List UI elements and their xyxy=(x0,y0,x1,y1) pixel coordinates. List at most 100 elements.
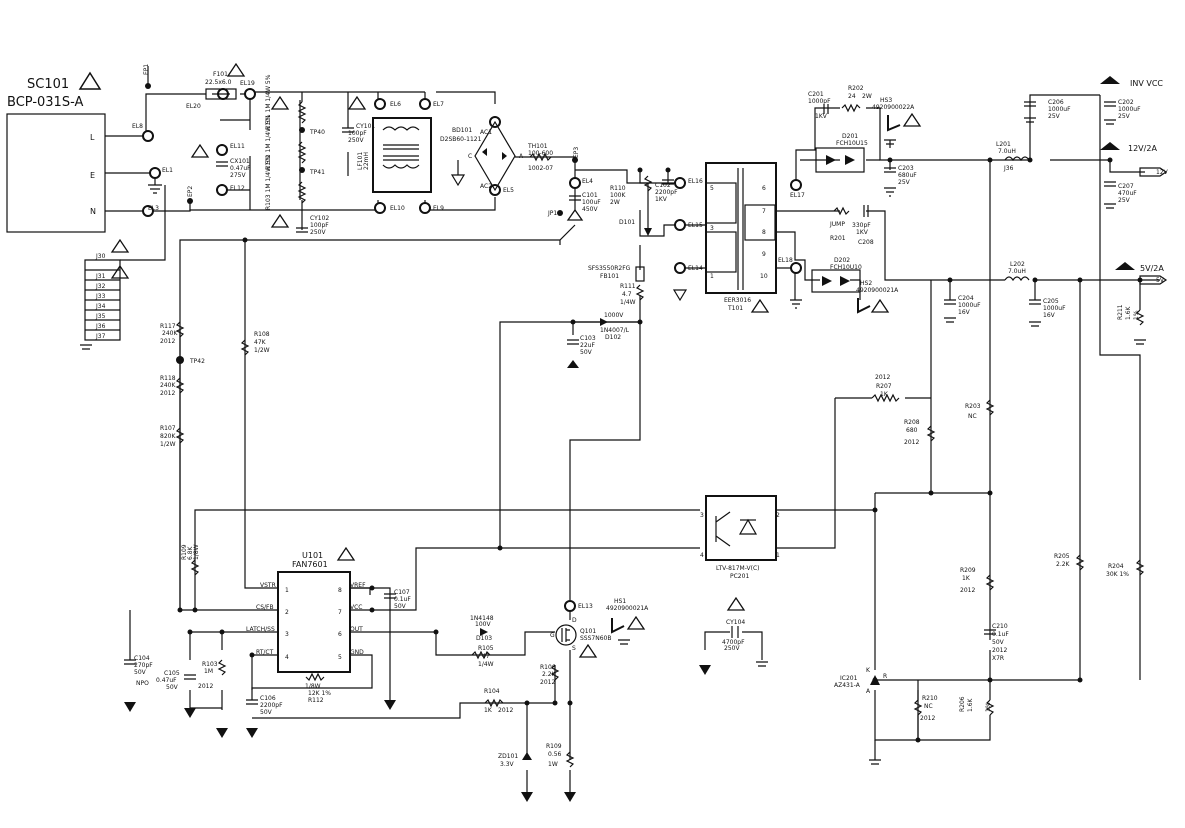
heatsink-icon xyxy=(857,298,871,314)
svg-text:10: 10 xyxy=(760,273,768,280)
svg-text:R211: R211 xyxy=(1117,304,1124,320)
u101-peripherals: C107 0.1uF 50V C104 270pF 50V NPO C105 0… xyxy=(124,544,411,716)
svg-text:A: A xyxy=(866,688,871,695)
svg-text:C206: C206 xyxy=(1048,99,1064,106)
svg-text:12V: 12V xyxy=(1156,169,1169,176)
warning-icon xyxy=(750,298,770,313)
svg-text:L202: L202 xyxy=(1010,261,1025,268)
cap-c101: C101 100uF 450V xyxy=(566,192,601,221)
svg-text:5V: 5V xyxy=(1156,277,1165,284)
svg-text:J35: J35 xyxy=(95,313,106,320)
svg-text:L201: L201 xyxy=(996,141,1011,148)
svg-text:25V: 25V xyxy=(1118,197,1131,204)
svg-text:JUMP: JUMP xyxy=(829,221,845,228)
svg-text:50V: 50V xyxy=(134,669,147,676)
svg-text:2.2K: 2.2K xyxy=(1056,561,1071,568)
svg-text:12K 1%: 12K 1% xyxy=(308,690,331,697)
svg-text:25V: 25V xyxy=(1118,113,1131,120)
optocoupler-pc201: 3 4 2 1 LTV-817M-V(C) PC201 xyxy=(700,495,780,580)
svg-text:J32: J32 xyxy=(95,283,106,290)
svg-text:1N4148: 1N4148 xyxy=(470,615,494,622)
svg-text:EL5: EL5 xyxy=(503,187,514,194)
svg-text:HS1: HS1 xyxy=(614,598,626,605)
warning-icon xyxy=(870,298,890,313)
svg-text:EL12: EL12 xyxy=(230,185,245,192)
svg-text:1/2W: 1/2W xyxy=(160,441,176,448)
heatsink-icon xyxy=(611,618,625,634)
svg-text:R104: R104 xyxy=(484,688,500,695)
svg-text:R201: R201 xyxy=(830,235,846,242)
svg-text:1000V: 1000V xyxy=(604,312,624,319)
svg-text:E: E xyxy=(90,171,95,180)
svg-text:PC201: PC201 xyxy=(730,573,749,580)
svg-text:7: 7 xyxy=(338,609,342,616)
svg-text:50V: 50V xyxy=(394,603,407,610)
svg-text:EL7: EL7 xyxy=(433,101,444,108)
svg-text:EL19: EL19 xyxy=(240,80,255,87)
svg-text:EL10: EL10 xyxy=(390,205,405,212)
svg-text:8: 8 xyxy=(762,229,766,236)
svg-text:1KV: 1KV xyxy=(815,113,828,120)
svg-text:EL3: EL3 xyxy=(148,205,159,212)
svg-text:JP1: JP1 xyxy=(547,210,557,217)
svg-text:5: 5 xyxy=(710,185,714,192)
svg-text:2012: 2012 xyxy=(198,683,213,690)
svg-text:1N4007/L: 1N4007/L xyxy=(600,327,630,334)
svg-text:J36: J36 xyxy=(1003,165,1014,172)
svg-text:7.0uH: 7.0uH xyxy=(1008,268,1026,275)
svg-text:D201: D201 xyxy=(842,133,858,140)
svg-text:R117: R117 xyxy=(160,323,176,330)
eyelet-labels: EL8 EL1 EL3 EL20 EL19 EL11 EL12 EL6 EL7 … xyxy=(132,64,805,610)
svg-text:4700pF: 4700pF xyxy=(722,639,745,646)
svg-text:EL11: EL11 xyxy=(230,143,245,150)
cap-cy101-cy102: CY101 100pF 250V CY102 100pF 250V xyxy=(296,95,375,236)
svg-text:1: 1 xyxy=(710,273,714,280)
svg-text:5V/2A: 5V/2A xyxy=(1140,264,1164,273)
svg-text:EL8: EL8 xyxy=(132,123,143,130)
svg-text:680: 680 xyxy=(906,427,918,434)
fuse-f101: F101 22.5x6.0 xyxy=(205,62,246,100)
svg-text:EL4: EL4 xyxy=(582,178,593,185)
connector-sc101: SC101 BCP-031S-A L E N xyxy=(6,71,106,233)
svg-text:250V: 250V xyxy=(310,229,326,236)
svg-text:1/4W: 1/4W xyxy=(478,661,494,668)
svg-text:1/8W: 1/8W xyxy=(305,683,321,690)
svg-text:6: 6 xyxy=(338,631,342,638)
svg-text:EL18: EL18 xyxy=(778,257,793,264)
secondary-5v: JUMP R201 330pF 1KV C208 D202 FCH10U10 H… xyxy=(811,205,1168,326)
svg-text:R102 1M 1/4W 5%: R102 1M 1/4W 5% xyxy=(265,114,272,170)
svg-text:330pF: 330pF xyxy=(852,222,871,229)
svg-text:R110: R110 xyxy=(610,185,626,192)
svg-text:FAN7601: FAN7601 xyxy=(292,560,328,569)
svg-text:100pF: 100pF xyxy=(348,130,367,137)
svg-text:50V: 50V xyxy=(260,709,273,716)
svg-text:100V: 100V xyxy=(475,621,491,628)
svg-text:1W: 1W xyxy=(548,761,558,768)
svg-text:C204: C204 xyxy=(958,295,974,302)
svg-text:2012: 2012 xyxy=(920,715,935,722)
bridge-bd101: BD101 D2SB60-1121 AC1 AC2 C A xyxy=(440,120,524,192)
svg-text:FCH10U15: FCH10U15 xyxy=(836,140,868,147)
warning-icon xyxy=(110,264,130,279)
svg-text:GND: GND xyxy=(350,649,364,656)
svg-text:R101 1M 1/4W 5%: R101 1M 1/4W 5% xyxy=(265,74,272,130)
svg-text:SFS3550R2FG: SFS3550R2FG xyxy=(588,265,631,272)
svg-text:50V: 50V xyxy=(166,684,179,691)
svg-text:2W: 2W xyxy=(862,93,872,100)
svg-text:1/4W: 1/4W xyxy=(620,299,636,306)
svg-text:R103 1M 1/4W 5%: R103 1M 1/4W 5% xyxy=(265,154,272,210)
svg-text:470uF: 470uF xyxy=(1118,190,1137,197)
svg-text:C: C xyxy=(468,153,472,160)
bead-fb101-r111: SFS3550R2FG FB101 R111 4.7 1/4W xyxy=(588,265,645,306)
svg-text:R206: R206 xyxy=(959,696,966,712)
svg-text:RT/CT: RT/CT xyxy=(256,649,274,656)
svg-text:R205: R205 xyxy=(1054,553,1070,560)
svg-text:275V: 275V xyxy=(230,172,246,179)
svg-text:D2SB60-1121: D2SB60-1121 xyxy=(440,136,482,143)
warning-icon xyxy=(566,208,584,221)
shunt-regulator: R209 1K 2012 C210 0.1uF 50V 2012 X7R R20… xyxy=(834,553,1145,740)
svg-text:C105: C105 xyxy=(164,670,180,677)
thermistor-th101: TH101 100-600 1002-07 xyxy=(527,143,553,172)
svg-text:2.2K: 2.2K xyxy=(542,671,557,678)
